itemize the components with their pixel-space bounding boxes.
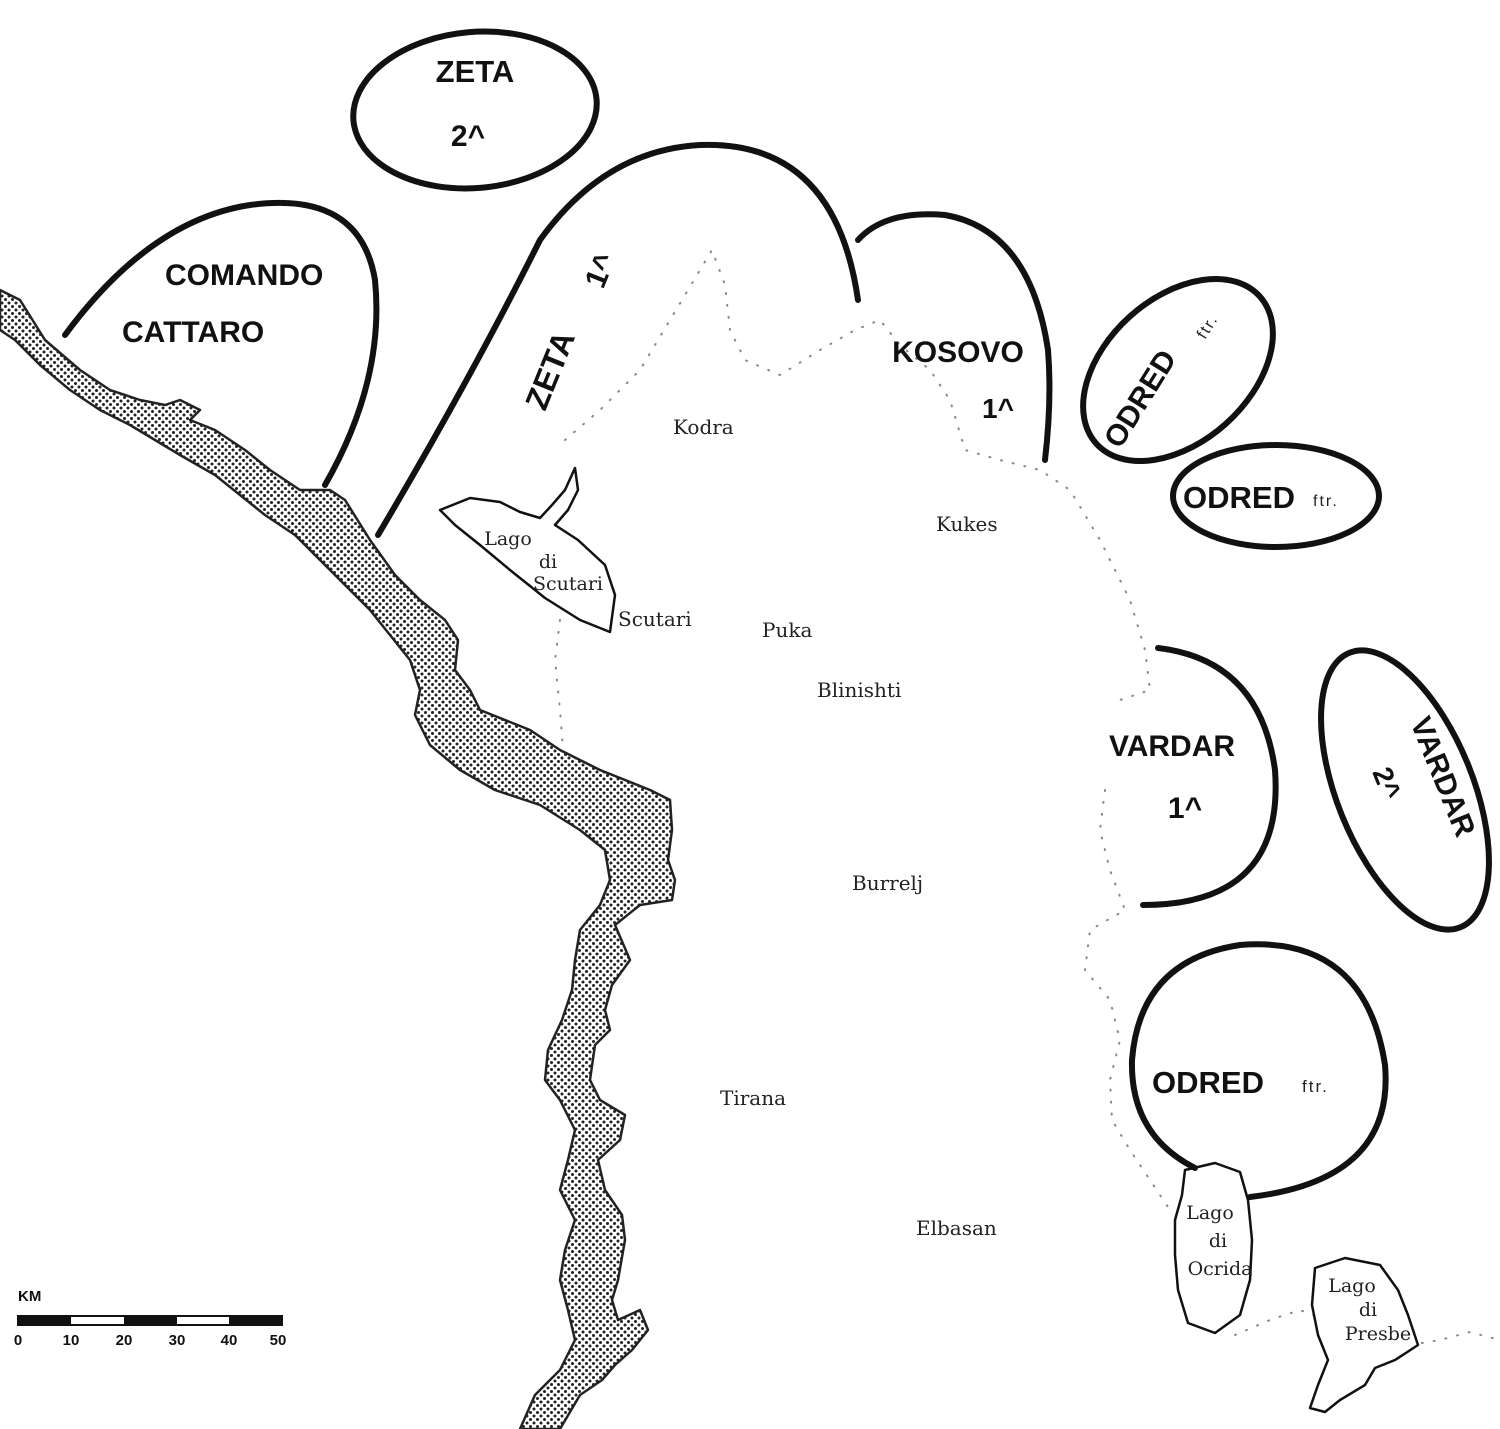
scale-tick-20: 20 — [116, 1332, 133, 1349]
scale-segment-3 — [124, 1316, 177, 1325]
lake-presbe-line3: Presbe — [1345, 1323, 1411, 1345]
label-zeta-2-num: 2^ — [451, 120, 485, 153]
label-odred-2-suffix: ftr. — [1313, 493, 1339, 510]
zone-zeta-2 — [350, 28, 600, 192]
lake-scutari — [438, 466, 617, 634]
scale-unit: KM — [18, 1288, 41, 1305]
lake-scutari-line3: Scutari — [533, 573, 603, 595]
border-line-south — [1234, 1308, 1500, 1346]
label-odred-3-name: ODRED — [1152, 1065, 1264, 1100]
label-kosovo-num: 1^ — [982, 393, 1014, 424]
place-tirana: Tirana — [720, 1086, 786, 1110]
lake-presbe-line2: di — [1359, 1299, 1377, 1321]
label-kosovo-name: KOSOVO — [892, 336, 1024, 369]
label-vardar-1-num: 1^ — [1168, 792, 1202, 825]
zone-kosovo-1 — [855, 211, 1053, 463]
label-odred-2-name: ODRED — [1183, 480, 1295, 515]
place-scutari: Scutari — [618, 607, 692, 631]
label-odred-3-suffix: ftr. — [1302, 1077, 1329, 1096]
scale-tick-0: 0 — [14, 1332, 22, 1349]
scale-tick-40: 40 — [221, 1332, 238, 1349]
zone-zeta-1 — [375, 141, 861, 538]
scale-tick-10: 10 — [63, 1332, 80, 1349]
label-zeta-1-num: 1^ — [579, 249, 622, 293]
scale-segment-5 — [229, 1316, 282, 1325]
label-zeta-1-name: ZETA — [518, 326, 582, 415]
place-kodra: Kodra — [673, 415, 734, 439]
border-line-scutari — [553, 619, 564, 751]
scale-tick-50: 50 — [270, 1332, 287, 1349]
place-blinishti: Blinishti — [817, 678, 901, 702]
lake-ocrida-line1: Lago — [1186, 1202, 1234, 1224]
lake-ocrida-line2: di — [1209, 1230, 1227, 1252]
label-odred-1-name: ODRED — [1098, 344, 1183, 453]
zone-comando-cattaro — [62, 199, 380, 488]
label-zeta-2-name: ZETA — [436, 54, 515, 89]
lake-presbe-line1: Lago — [1328, 1275, 1376, 1297]
place-burrelj: Burrelj — [852, 871, 923, 895]
zone-odred-1 — [1080, 276, 1276, 464]
label-cattaro: CATTARO — [122, 316, 264, 349]
label-vardar-1-name: VARDAR — [1109, 730, 1235, 763]
place-kukes: Kukes — [936, 512, 998, 536]
label-vardar-2-num: 2^ — [1366, 763, 1407, 804]
zone-vardar-2 — [1318, 647, 1492, 933]
place-puka: Puka — [762, 618, 812, 642]
scale-segment-1 — [18, 1316, 71, 1325]
scale-bar: KM 0 10 20 30 40 50 — [14, 1288, 287, 1349]
zone-odred-3 — [1128, 941, 1389, 1200]
lake-ocrida — [1173, 1161, 1254, 1335]
border-line-north — [564, 247, 1152, 701]
label-odred-1-suffix: ftr. — [1194, 311, 1222, 342]
border-line-east — [1083, 789, 1171, 1211]
coastline — [0, 288, 677, 1429]
label-comando: COMANDO — [165, 259, 323, 292]
lake-ocrida-line3: Ocrida — [1188, 1258, 1253, 1280]
scale-tick-30: 30 — [169, 1332, 186, 1349]
lake-scutari-line1: Lago — [484, 528, 532, 550]
zone-odred-2 — [1170, 442, 1382, 550]
lake-presbe — [1308, 1256, 1420, 1414]
place-elbasan: Elbasan — [916, 1216, 997, 1240]
lake-scutari-line2: di — [539, 551, 557, 573]
zone-vardar-1 — [1140, 645, 1279, 908]
